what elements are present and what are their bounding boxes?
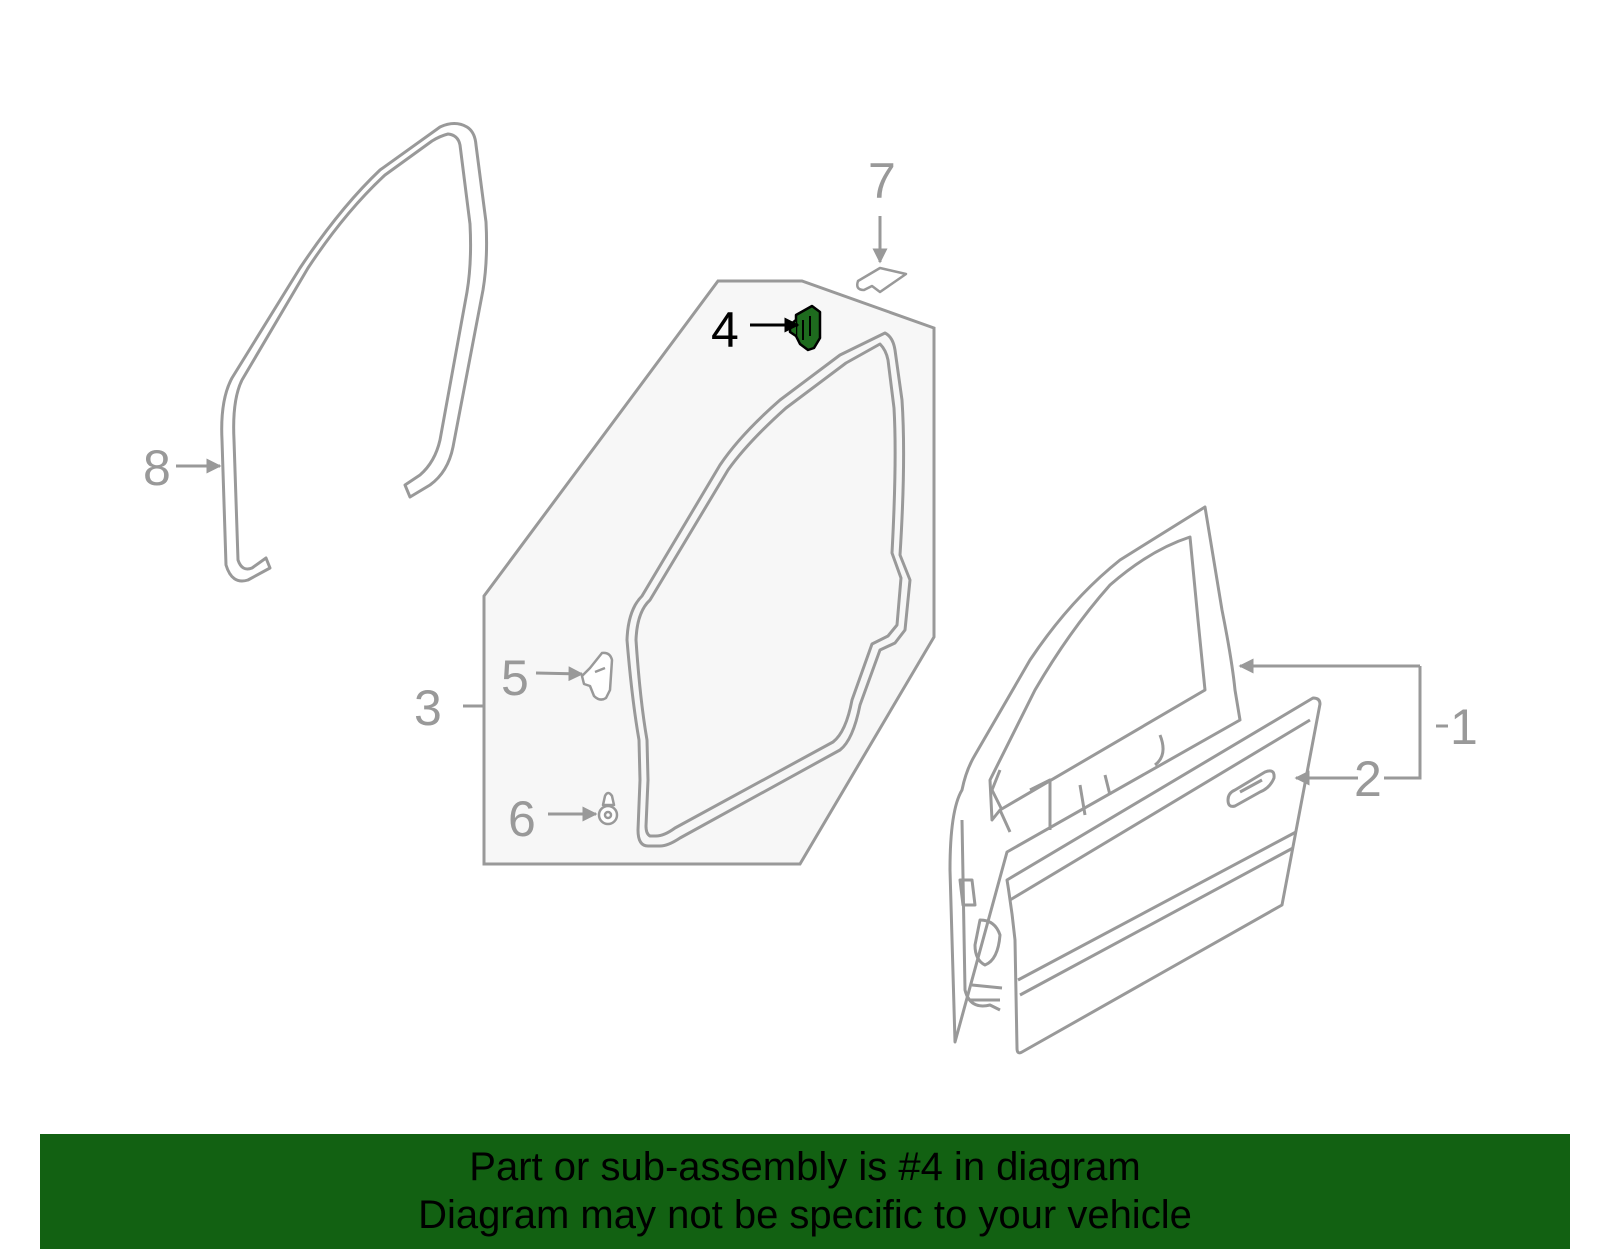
callout-2: 2: [1354, 751, 1382, 807]
callout-8: 8: [143, 440, 171, 496]
info-banner: Part or sub-assembly is #4 in diagram Di…: [40, 1134, 1570, 1249]
part-5-clip: [580, 651, 614, 701]
callout-1: 1: [1450, 699, 1478, 755]
callout-4: 4: [711, 302, 739, 358]
callout-6: 6: [508, 791, 536, 847]
banner-line-1: Part or sub-assembly is #4 in diagram: [469, 1145, 1141, 1189]
leader-lines: [176, 216, 1448, 822]
callout-7: 7: [868, 153, 896, 209]
part-7-clip: [856, 266, 908, 294]
part-2-door-skin: [1005, 696, 1322, 1055]
part-3-panel: [482, 279, 936, 866]
part-6-clip: [597, 791, 619, 826]
callout-3: 3: [414, 680, 442, 736]
banner-line-2: Diagram may not be specific to your vehi…: [418, 1193, 1192, 1237]
part-8-weatherstrip: [220, 122, 489, 583]
callout-5: 5: [501, 650, 529, 706]
part-1-door-shell: [948, 505, 1242, 1044]
